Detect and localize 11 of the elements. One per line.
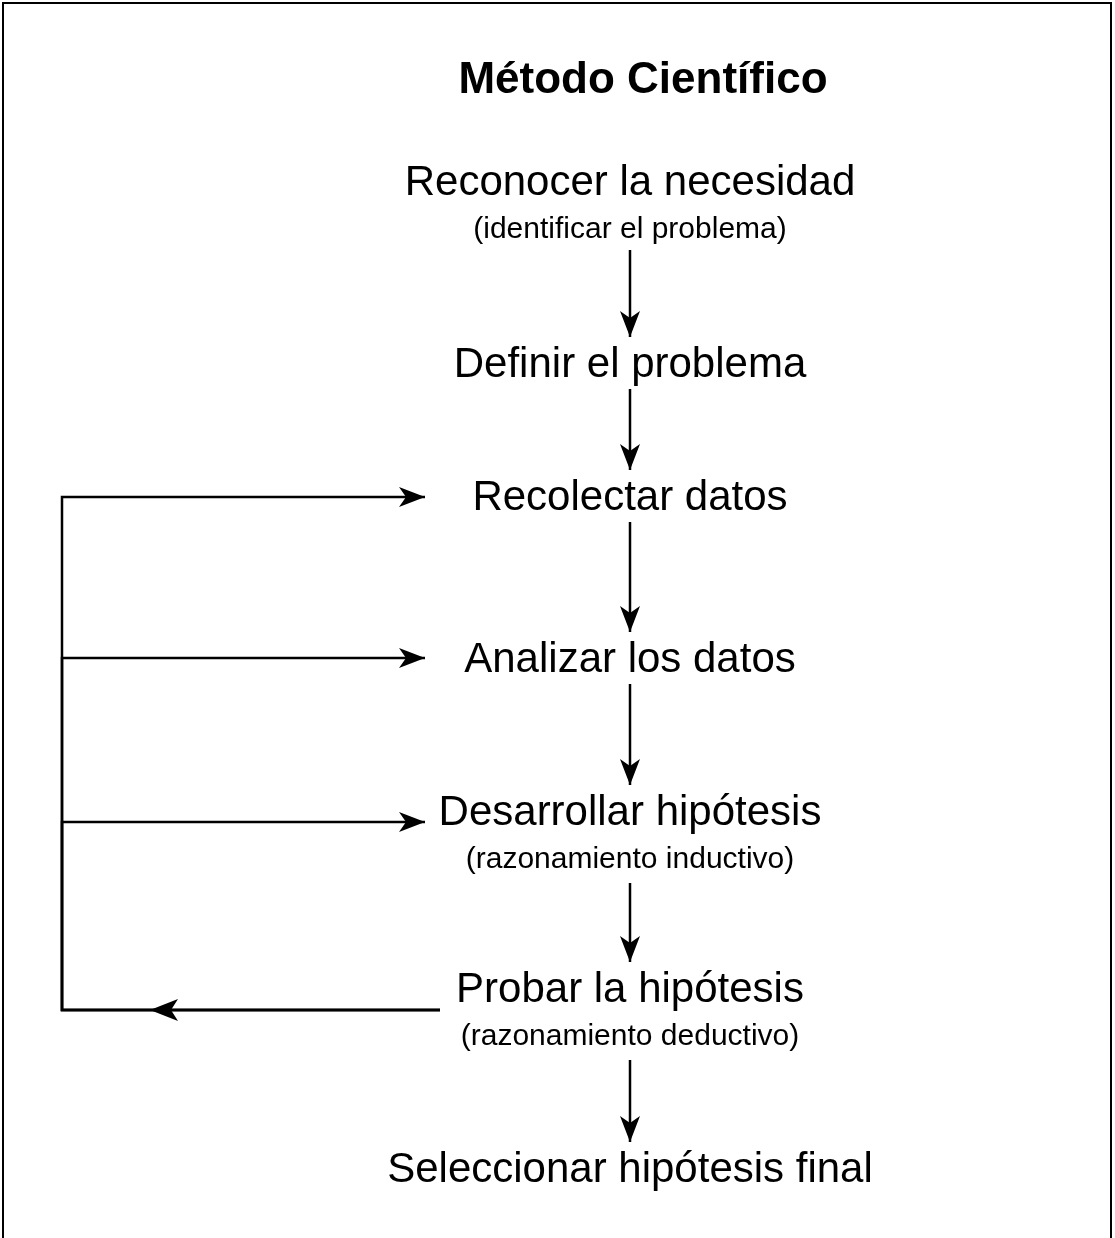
step-label: Seleccionar hipótesis final <box>387 1143 873 1193</box>
step-note: (razonamiento inductivo) <box>465 840 795 876</box>
step-label: Analizar los datos <box>464 633 796 683</box>
step-label: Definir el problema <box>453 338 807 388</box>
step-label: Probar la hipótesis <box>456 963 804 1013</box>
step-label: Desarrollar hipótesis <box>438 786 822 836</box>
step-label: Recolectar datos <box>472 471 788 521</box>
title: Método Científico <box>457 52 829 104</box>
step-note: (identificar el problema) <box>473 210 787 246</box>
step-note: (razonamiento deductivo) <box>460 1017 800 1053</box>
step-label: Reconocer la necesidad <box>404 156 856 206</box>
